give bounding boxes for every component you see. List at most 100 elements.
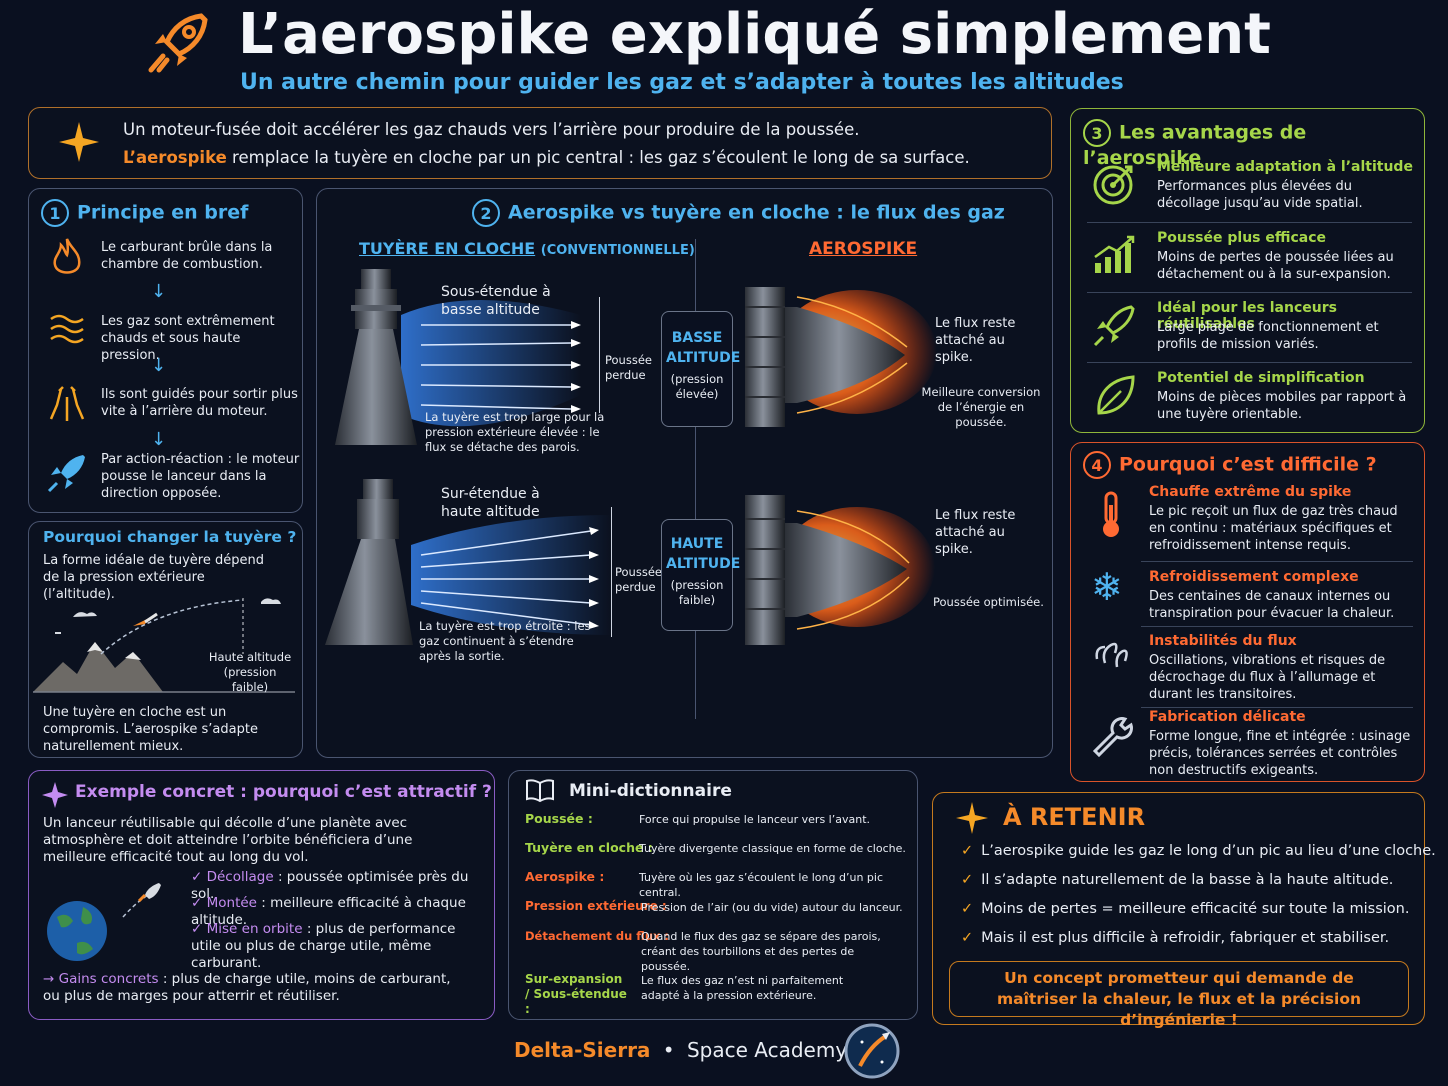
retain-item-2: ✓Il s’adapte naturellement de la basse à…: [961, 872, 1394, 888]
dict-term-6: Sur-expansion / Sous-étendue :: [525, 972, 627, 1016]
high-altitude-box: HAUTE ALTITUDE (pression faible): [661, 519, 741, 631]
difficulty-text-4: Forme longue, fine et intégrée : usinage…: [1149, 729, 1411, 778]
difficulty-title-3: Instabilités du flux: [1149, 633, 1297, 649]
rocket-logo-icon: [145, 10, 211, 76]
divider: [1141, 707, 1413, 708]
page-title: L’aerospike expliqué simplement: [238, 2, 1271, 67]
retain-item-1: ✓L’aerospike guide les gaz le long d’un …: [961, 843, 1436, 859]
why-change-conclusion: Une tuyère en cloche est un compromis. L…: [43, 705, 258, 754]
bell-column-header: TUYÈRE EN CLOCHE (CONVENTIONNELLE): [359, 239, 695, 258]
heat-waves-icon: [47, 309, 87, 353]
advantage-text-2: Moins de pertes de poussée liées au déta…: [1157, 250, 1394, 282]
loss-bracket: [611, 507, 612, 637]
why-change-panel: Pourquoi changer la tuyère ? La forme id…: [28, 521, 303, 758]
principle-step-3: Ils sont guidés pour sortir plus vite à …: [101, 387, 298, 419]
dict-def-6: Le flux des gaz n’est ni parfaitement ad…: [641, 974, 844, 1002]
advantage-title-3: Idéal pour les lanceurs réutilisables: [1157, 300, 1337, 332]
thermometer-icon: [1095, 489, 1127, 543]
advantage-title-1: Meilleure adaptation à l’altitude: [1157, 159, 1413, 175]
divider: [1087, 292, 1412, 293]
difficulty-title-1: Chauffe extrême du spike: [1149, 484, 1352, 500]
high-loss-label: Poussée perdue: [615, 565, 662, 594]
loss-bracket: [599, 297, 600, 413]
example-gains: → Gains concrets : plus de charge utile,…: [43, 971, 451, 1004]
why-change-text: La forme idéale de tuyère dépend de la p…: [43, 553, 264, 602]
why-change-title: Pourquoi changer la tuyère ?: [43, 528, 297, 546]
difficulty-title-2: Refroidissement complexe: [1149, 569, 1359, 585]
dict-def-3: Tuyère où les gaz s’écoulent le long d’u…: [639, 871, 883, 899]
difficulty-text-2: Des centaines de canaux internes ou tran…: [1149, 589, 1395, 621]
sparkle-icon: [57, 120, 101, 168]
snowflake-icon: ❄: [1091, 565, 1123, 609]
principle-step-1: Le carburant brûle dans la chambre de co…: [101, 240, 273, 272]
aerospike-low-illustration: [737, 277, 937, 461]
high-spike-note-1: Le flux reste attaché au spike.: [935, 508, 1016, 557]
principle-step-4: Par action-réaction : le moteur pousse l…: [101, 452, 300, 501]
retain-panel: À RETENIR ✓L’aerospike guide les gaz le …: [932, 792, 1436, 1029]
advantage-title-2: Poussée plus efficace: [1157, 230, 1327, 246]
bell-nozzle-high-illustration: [321, 475, 611, 679]
low-altitude-sub: (pression élevée): [670, 372, 724, 401]
example-item-2: ✓ Montée : meilleure efficacité à chaque…: [191, 895, 466, 928]
high-altitude-sub: (pression faible): [670, 578, 724, 607]
dict-def-1: Force qui propulse le lanceur vers l’ava…: [639, 813, 871, 826]
example-item-3: ✓ Mise en orbite : plus de performance u…: [191, 921, 456, 971]
aerospike-column-header: AEROSPIKE: [809, 239, 918, 259]
retain-title: À RETENIR: [1003, 803, 1146, 831]
intro-panel: Un moteur-fusée doit accélérer les gaz c…: [28, 107, 1052, 179]
divider: [1087, 362, 1412, 363]
difficulty-text-3: Oscillations, vibrations et risques de d…: [1149, 653, 1386, 702]
high-altitude-label: Haute altitude (pression faible): [208, 650, 292, 694]
divider: [1141, 561, 1413, 562]
dictionary-panel: Mini-dictionnaire Poussée : Force qui pr…: [508, 770, 918, 1020]
example-title: Exemple concret : pourquoi c’est attract…: [75, 782, 492, 802]
dict-term-1: Poussée :: [525, 811, 593, 826]
intro-term: L’aerospike: [123, 148, 227, 167]
reusable-rocket-icon: [1091, 303, 1137, 353]
dictionary-title: Mini-dictionnaire: [569, 781, 732, 801]
example-panel: Exemple concret : pourquoi c’est attract…: [28, 770, 495, 1020]
advantage-text-1: Performances plus élevées du décollage j…: [1157, 179, 1363, 211]
arrow-down-icon: ↓: [151, 355, 167, 376]
principle-step-2: Les gaz sont extrêmement chauds et sous …: [101, 314, 275, 363]
leaf-icon: [1091, 373, 1137, 423]
low-bell-title: Sous-étendue à basse altitude: [441, 284, 551, 318]
book-icon: [525, 779, 555, 807]
low-spike-note-2: Meilleure conversion de l’énergie en pou…: [921, 385, 1041, 429]
low-altitude-box: BASSE ALTITUDE (pression élevée): [661, 311, 741, 427]
dict-term-5: Détachement du flux :: [525, 929, 670, 943]
footer-brand: Delta-Sierra: [514, 1038, 651, 1062]
intro-line-2-wrap: L’aerospike remplace la tuyère en cloche…: [123, 148, 970, 167]
dict-def-5: Quand le flux des gaz se sépare des paro…: [641, 930, 881, 973]
exhaust-lines-icon: [47, 385, 87, 429]
sparkle-icon: [41, 781, 69, 813]
example-item-1: ✓ Décollage : poussée optimisée près du …: [191, 869, 469, 902]
retain-item-3: ✓Moins de pertes = meilleure efficacité …: [961, 901, 1410, 917]
difficulty-text-1: Le pic reçoit un flux de gaz très chaud …: [1149, 504, 1398, 553]
advantage-text-3: Large plage de fonctionnement et profils…: [1157, 320, 1379, 352]
chart-growth-icon: [1091, 233, 1137, 281]
divider: [1141, 626, 1413, 627]
example-text: Un lanceur réutilisable qui décolle d’un…: [43, 815, 413, 865]
high-spike-note-2: Poussée optimisée.: [933, 595, 1044, 609]
high-altitude-main: HAUTE ALTITUDE: [666, 536, 741, 572]
advantage-title-4: Potentiel de simplification: [1157, 370, 1365, 386]
wind-icon: [1091, 637, 1131, 677]
low-altitude-main: BASSE ALTITUDE: [666, 330, 741, 366]
target-icon: [1091, 161, 1137, 211]
retain-conclusion: Un concept prometteur qui demande de maî…: [949, 961, 1409, 1029]
dict-def-4: Pression de l’air (ou du vide) autour du…: [641, 901, 903, 914]
bell-nozzle-low-illustration: [321, 265, 597, 469]
arrow-down-icon: ↓: [151, 429, 167, 450]
divider: [1087, 222, 1412, 223]
low-loss-label: Poussée perdue: [605, 353, 652, 382]
advantage-text-4: Moins de pièces mobiles par rapport à un…: [1157, 390, 1407, 422]
aerospike-high-illustration: [737, 485, 937, 669]
intro-line-1: Un moteur-fusée doit accélérer les gaz c…: [123, 120, 860, 139]
dict-def-2: Tuyère divergente classique en forme de …: [639, 842, 906, 855]
